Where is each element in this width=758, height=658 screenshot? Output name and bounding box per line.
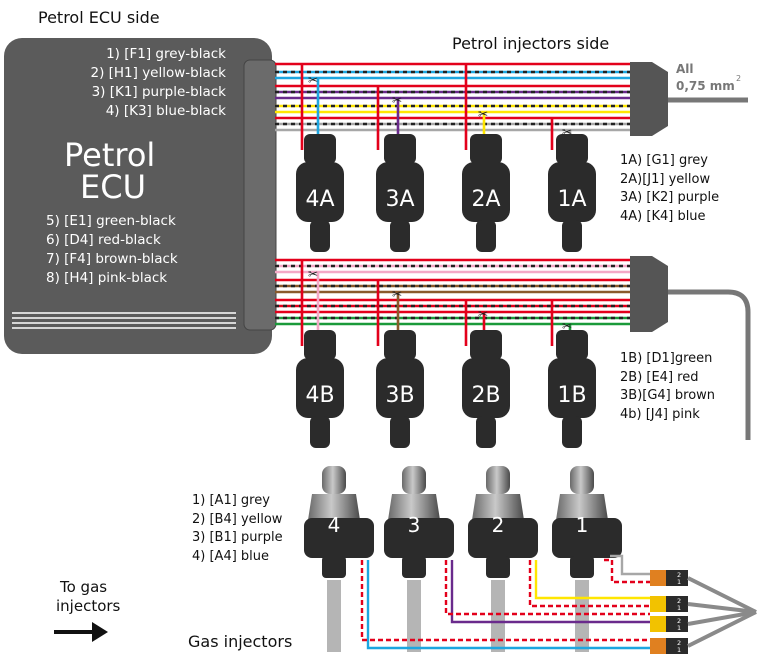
gas-injector-label-3: 3 <box>408 513 421 537</box>
gas-legend-2: 2) [B4] yellow <box>192 511 283 527</box>
svg-text:✂: ✂ <box>562 125 572 139</box>
injector-label-2a: 2A <box>471 187 500 212</box>
ecu-box <box>4 38 272 354</box>
ecu-pin-1: 1) [F1] grey-black <box>106 46 226 62</box>
cut-marks-a: ✂ ✂ ✂ ✂ <box>308 73 572 139</box>
legend-1a: 1A) [G1] grey <box>620 153 708 168</box>
injector-label-3b: 3B <box>385 383 414 408</box>
injector-4a <box>296 134 344 252</box>
legend-3b: 3B)[G4] brown <box>620 388 716 403</box>
legend-1b: 1B) [D1]green <box>620 351 713 366</box>
injector-label-2b: 2B <box>471 383 500 408</box>
ecu-pin-4: 4) [K3] blue-black <box>105 103 226 119</box>
ecu-connector <box>243 59 277 331</box>
gas-injector-1 <box>552 466 622 652</box>
legend-4b: 4b) [J4] pink <box>620 406 700 422</box>
ecu-side-title: Petrol ECU side <box>38 8 160 27</box>
svg-text:✂: ✂ <box>392 93 402 107</box>
injector-label-1a: 1A <box>557 187 586 212</box>
injectors-side-title: Petrol injectors side <box>452 34 610 53</box>
gas-injector-4 <box>304 466 374 652</box>
harness-a-plug <box>630 62 668 136</box>
gas-connector-3 <box>650 616 688 632</box>
ecu-pin-7: 7) [F4] brown-black <box>46 251 178 267</box>
connector-4-pin-1: 1 <box>677 646 681 654</box>
injector-label-4b: 4B <box>305 383 334 408</box>
gas-cables <box>687 576 757 648</box>
injector-1b <box>548 330 596 448</box>
ecu-pins-top: 1) [F1] grey-black 2) [H1] yellow-black … <box>90 45 226 121</box>
gas-injector-3 <box>384 466 454 652</box>
injector-2a <box>462 134 510 252</box>
gas-connector-1 <box>650 570 688 586</box>
legend-3a: 3A) [K2] purple <box>620 190 720 205</box>
wire-spec-size: 0,75 mm <box>676 79 735 93</box>
ecu-pin-5: 5) [E1] green-black <box>46 213 176 229</box>
gas-wiring <box>360 554 650 650</box>
bank-a-legend: 1A) [G1] grey 2A)[J1] yellow 3A) [K2] pu… <box>620 152 719 226</box>
injector-label-4a: 4A <box>305 187 334 212</box>
connector-2-pin-1: 1 <box>677 604 681 612</box>
ecu-pin-6: 6) [D4] red-black <box>46 232 161 248</box>
cut-marks-b: ✂ ✂ ✂ ✂ <box>308 267 572 333</box>
ecu-vent-lines <box>12 312 236 329</box>
injector-3b <box>376 330 424 448</box>
gas-injector-label-1: 1 <box>576 513 589 537</box>
to-gas-line1: To gas <box>60 578 108 596</box>
svg-text:✂: ✂ <box>478 107 488 121</box>
harness-b-cable <box>668 289 751 440</box>
ecu-pin-8: 8) [H4] pink-black <box>46 270 168 286</box>
connector-2-pin-2: 2 <box>677 597 681 605</box>
ecu-title-line1: Petrol <box>64 136 156 174</box>
gas-connectors <box>650 570 688 654</box>
gas-legend-3: 3) [B1] purple <box>192 530 283 545</box>
to-gas-line2: injectors <box>56 597 121 615</box>
wire-spec-sup: 2 <box>736 74 742 83</box>
connector-1-pin-2: 2 <box>677 571 681 579</box>
injector-4b <box>296 330 344 448</box>
harness-a-wires <box>275 62 636 150</box>
gas-injector-label-2: 2 <box>492 513 505 537</box>
connector-1-pin-1: 1 <box>677 578 681 586</box>
ecu-pin-3: 3) [K1] purple-black <box>91 84 226 100</box>
bank-b-legend: 1B) [D1]green 2B) [E4] red 3B)[G4] brown… <box>620 350 715 424</box>
connector-3-pin-1: 1 <box>677 624 681 632</box>
legend-2b: 2B) [E4] red <box>620 369 699 385</box>
injector-label-1b: 1B <box>557 383 586 408</box>
wire-spec-all: All <box>676 62 694 76</box>
ecu-pin-2: 2) [H1] yellow-black <box>90 65 226 81</box>
svg-text:✂: ✂ <box>478 307 488 321</box>
svg-text:✂: ✂ <box>392 287 402 301</box>
gas-legend: 1) [A1] grey 2) [B4] yellow 3) [B1] purp… <box>192 492 283 566</box>
legend-2a: 2A)[J1] yellow <box>620 171 711 187</box>
svg-text:✂: ✂ <box>308 73 318 87</box>
connector-4-pin-2: 2 <box>677 639 681 647</box>
gas-connector-2 <box>650 596 688 612</box>
injector-3a <box>376 134 424 252</box>
gas-injector-label-4: 4 <box>328 513 341 537</box>
ecu-pins-bottom: 5) [E1] green-black 6) [D4] red-black 7)… <box>46 212 178 288</box>
connector-3-pin-2: 2 <box>677 617 681 625</box>
gas-injector-2 <box>468 466 538 652</box>
harness-b-plug <box>630 256 668 332</box>
harness-b-wires <box>275 258 636 346</box>
ecu-title-line2: ECU <box>80 168 146 206</box>
svg-text:✂: ✂ <box>308 267 318 281</box>
injector-1a <box>548 134 596 252</box>
arrow-right-icon <box>54 622 108 642</box>
legend-4a: 4A) [K4] blue <box>620 208 706 224</box>
injector-label-3a: 3A <box>385 187 414 212</box>
gas-connector-4 <box>650 638 688 654</box>
gas-injectors-title: Gas injectors <box>188 632 293 651</box>
gas-legend-4: 4) [A4] blue <box>192 548 270 564</box>
injector-2b <box>462 330 510 448</box>
gas-legend-1: 1) [A1] grey <box>192 493 270 508</box>
svg-text:✂: ✂ <box>562 319 572 333</box>
